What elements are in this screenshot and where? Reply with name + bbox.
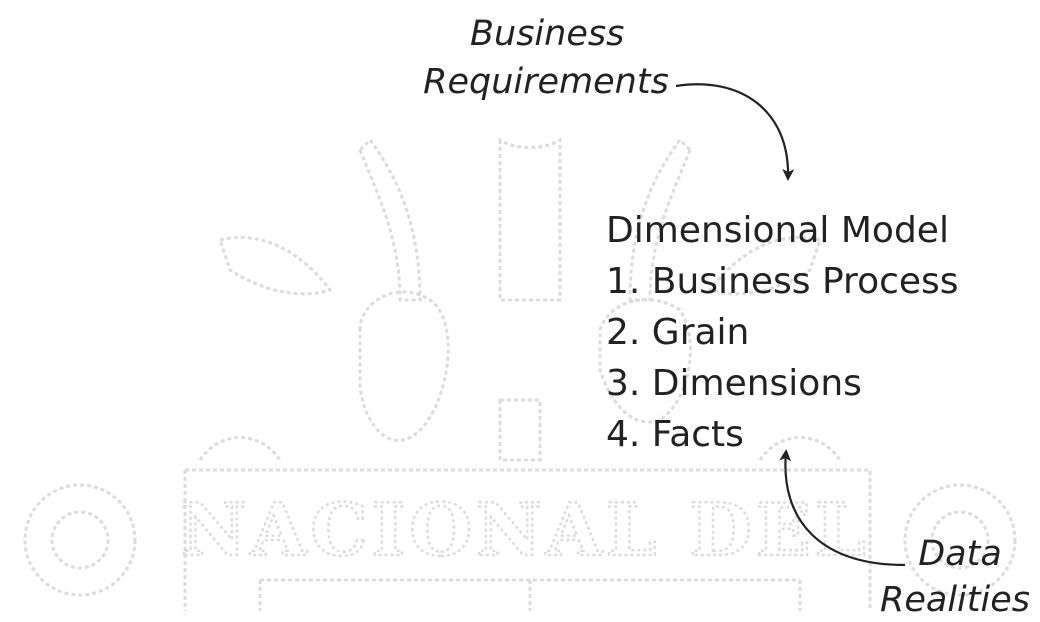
dimensional-model-block: Dimensional Model 1. Business Process 2.… bbox=[606, 205, 959, 460]
design-step: 4. Facts bbox=[606, 414, 744, 455]
design-step: 3. Dimensions bbox=[606, 363, 862, 404]
design-step: 1. Business Process bbox=[606, 261, 959, 302]
watermark-text: NACIONAL DEL bbox=[181, 487, 870, 572]
dimensional-model-title: Dimensional Model bbox=[606, 210, 949, 251]
design-steps-list: 1. Business Process 2. Grain 3. Dimensio… bbox=[606, 256, 959, 460]
data-realities-label-line1: Data bbox=[918, 534, 1002, 574]
data-realities-label-line2: Realities bbox=[880, 580, 1030, 620]
business-requirements-label-line1: Business bbox=[470, 14, 625, 54]
business-requirements-label-line2: Requirements bbox=[423, 62, 669, 102]
design-step: 2. Grain bbox=[606, 312, 750, 353]
